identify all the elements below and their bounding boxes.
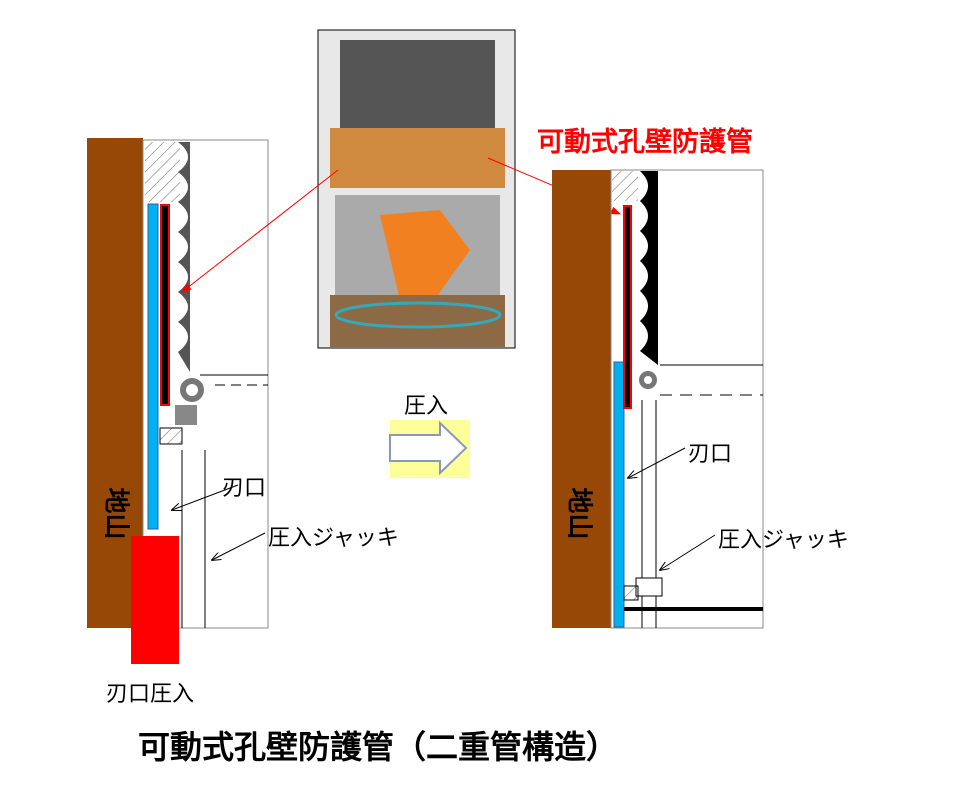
press-edge-block: [131, 536, 179, 664]
press-label: 圧入: [404, 394, 449, 419]
page-title: 可動式孔壁防護管（二重管構造）: [138, 728, 619, 766]
callout-arrow-left: [181, 169, 339, 293]
right-section: [552, 169, 764, 629]
ground-label-left: 地山: [100, 487, 131, 540]
press-edge-label: 刃口圧入: [106, 682, 195, 707]
outer-pipe-left: [147, 203, 159, 530]
edge-label-right: 刃口: [688, 442, 733, 467]
jack-label-right: 圧入ジャッキ: [718, 528, 849, 553]
inner-pipe-right: [623, 205, 632, 409]
outer-pipe-right: [613, 361, 625, 628]
inner-pipe-left: [160, 204, 170, 406]
ground-label-right: 地山: [563, 487, 594, 540]
press-arrow-icon: [389, 420, 468, 476]
ground-right: [552, 170, 611, 628]
left-section: [87, 138, 269, 664]
callout-title: 可動式孔壁防護管: [537, 127, 753, 158]
jack-label-left: 圧入ジャッキ: [268, 526, 399, 551]
edge-label-left: 刃口: [222, 476, 267, 501]
photo-3d-model: [317, 29, 516, 349]
